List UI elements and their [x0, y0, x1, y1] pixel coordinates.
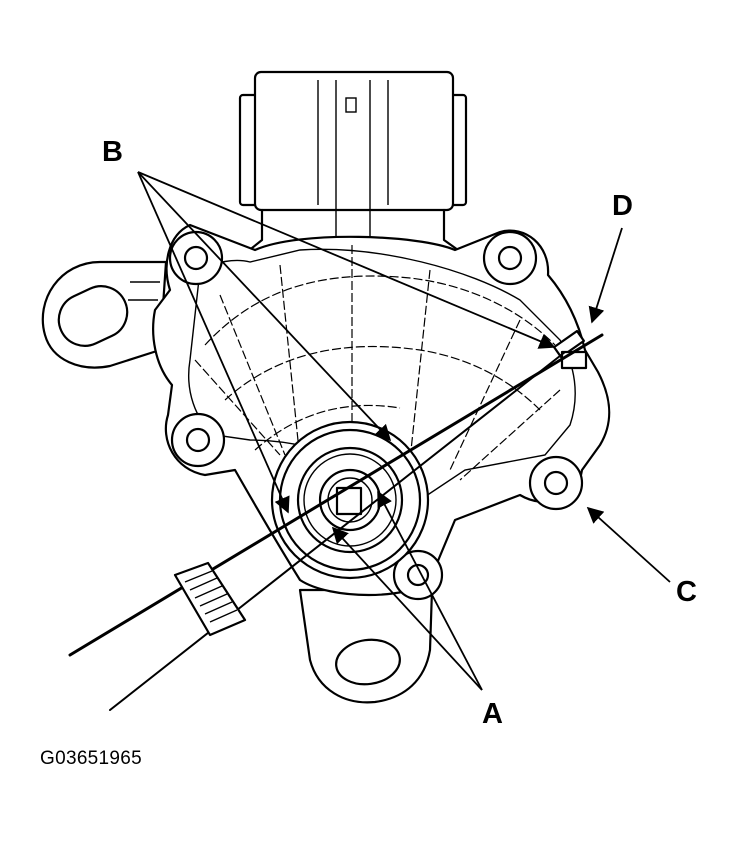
bolt-hole-right	[528, 455, 584, 511]
bottom-mounting-ear	[298, 588, 434, 704]
switch-body	[152, 223, 611, 597]
leader-line-c	[586, 506, 671, 583]
figure-id: G03651965	[40, 748, 143, 769]
screwdriver	[68, 333, 604, 711]
left-mounting-ear	[41, 260, 168, 369]
bolt-hole-top-left	[168, 230, 224, 286]
leader-line-d	[588, 227, 623, 324]
callout-label-c: C	[676, 576, 697, 608]
rotor-boss	[270, 420, 430, 580]
callout-label-b: B	[102, 136, 123, 168]
leader-lines-b	[137, 171, 556, 514]
leader-lines-a	[331, 490, 483, 691]
callout-label-a: A	[482, 698, 503, 730]
callout-label-d: D	[612, 190, 633, 222]
bolt-hole-left	[170, 412, 226, 468]
bolt-hole-top-right	[482, 230, 538, 286]
bolt-hole-bottom	[392, 549, 444, 601]
connector-housing	[238, 70, 468, 252]
